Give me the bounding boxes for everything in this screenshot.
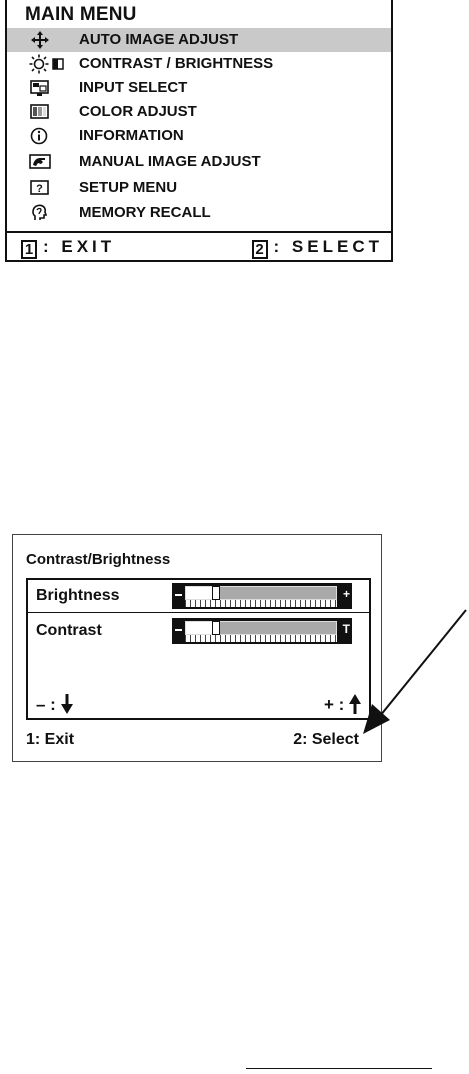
- decrease-hint-label: – :: [36, 695, 56, 714]
- slider-track: [185, 621, 337, 635]
- contrast-brightness-osd: Contrast/Brightness Brightness + Contras…: [12, 534, 382, 762]
- select-hint[interactable]: 2: Select: [293, 731, 359, 749]
- menu-item-color-adjust[interactable]: COLOR ADJUST: [7, 100, 391, 124]
- move-arrows-icon: [29, 30, 51, 50]
- pointer-arrow-icon: [358, 608, 468, 738]
- t-mark: T: [343, 622, 350, 636]
- increase-hint[interactable]: + :: [324, 694, 361, 715]
- main-menu-footer: 1 : EXIT 2 : SELECT: [7, 231, 391, 260]
- contrast-row[interactable]: Contrast T: [28, 615, 369, 647]
- minus-mark: [175, 594, 182, 596]
- sun-contrast-icon: [29, 54, 69, 74]
- svg-text:?: ?: [36, 183, 43, 195]
- menu-item-input-select[interactable]: INPUT SELECT: [7, 76, 391, 100]
- menu-item-label: INPUT SELECT: [79, 79, 187, 96]
- slider-thumb[interactable]: [212, 586, 220, 600]
- panel-title: Contrast/Brightness: [26, 551, 170, 568]
- menu-item-memory-recall[interactable]: MEMORY RECALL: [7, 201, 391, 225]
- slider-ticks: [185, 635, 337, 642]
- info-icon: [29, 126, 51, 146]
- head-recall-icon: [29, 203, 51, 223]
- question-box-icon: ?: [29, 178, 51, 198]
- adjust-box: Brightness + Contrast T: [26, 578, 371, 720]
- menu-item-information[interactable]: INFORMATION: [7, 124, 391, 148]
- exit-hint[interactable]: 1 : EXIT: [21, 237, 115, 259]
- brightness-slider[interactable]: +: [172, 583, 352, 609]
- adjust-hints: – : + :: [36, 694, 361, 716]
- hand-adjust-icon: [29, 152, 51, 172]
- menu-item-auto-image-adjust[interactable]: AUTO IMAGE ADJUST: [7, 28, 391, 52]
- input-monitor-icon: [29, 78, 51, 98]
- main-menu-osd: MAIN MENU AUTO IMAGE ADJUST CONTRAST / B…: [5, 0, 393, 262]
- key-1-box: 1: [21, 240, 37, 259]
- color-squares-icon: [29, 102, 51, 122]
- exit-label: : EXIT: [43, 237, 115, 256]
- menu-item-label: MANUAL IMAGE ADJUST: [79, 153, 261, 170]
- minus-mark: [175, 629, 182, 631]
- decrease-hint[interactable]: – :: [36, 694, 73, 715]
- menu-item-setup-menu[interactable]: ? SETUP MENU: [7, 176, 391, 200]
- select-label: : SELECT: [274, 237, 383, 256]
- menu-item-label: CONTRAST / BRIGHTNESS: [79, 55, 273, 72]
- exit-hint[interactable]: 1: Exit: [26, 731, 74, 749]
- down-arrow-icon: [61, 694, 73, 714]
- slider-ticks: [185, 600, 337, 607]
- increase-hint-label: + :: [324, 695, 344, 714]
- contrast-slider[interactable]: T: [172, 618, 352, 644]
- brightness-label: Brightness: [36, 587, 120, 605]
- slider-thumb[interactable]: [212, 621, 220, 635]
- footer-rule: [246, 1068, 432, 1069]
- contrast-label: Contrast: [36, 622, 102, 640]
- menu-item-label: SETUP MENU: [79, 179, 177, 196]
- menu-item-manual-image-adjust[interactable]: MANUAL IMAGE ADJUST: [7, 150, 391, 174]
- plus-mark: +: [343, 587, 350, 601]
- select-hint[interactable]: 2 : SELECT: [252, 237, 383, 259]
- menu-item-label: MEMORY RECALL: [79, 204, 211, 221]
- key-2-box: 2: [252, 240, 268, 259]
- menu-item-label: AUTO IMAGE ADJUST: [79, 31, 238, 48]
- brightness-row[interactable]: Brightness +: [28, 580, 369, 613]
- menu-item-contrast-brightness[interactable]: CONTRAST / BRIGHTNESS: [7, 52, 391, 76]
- slider-track: [185, 586, 337, 600]
- menu-item-label: INFORMATION: [79, 127, 184, 144]
- main-menu-title: MAIN MENU: [25, 4, 137, 26]
- menu-item-label: COLOR ADJUST: [79, 103, 197, 120]
